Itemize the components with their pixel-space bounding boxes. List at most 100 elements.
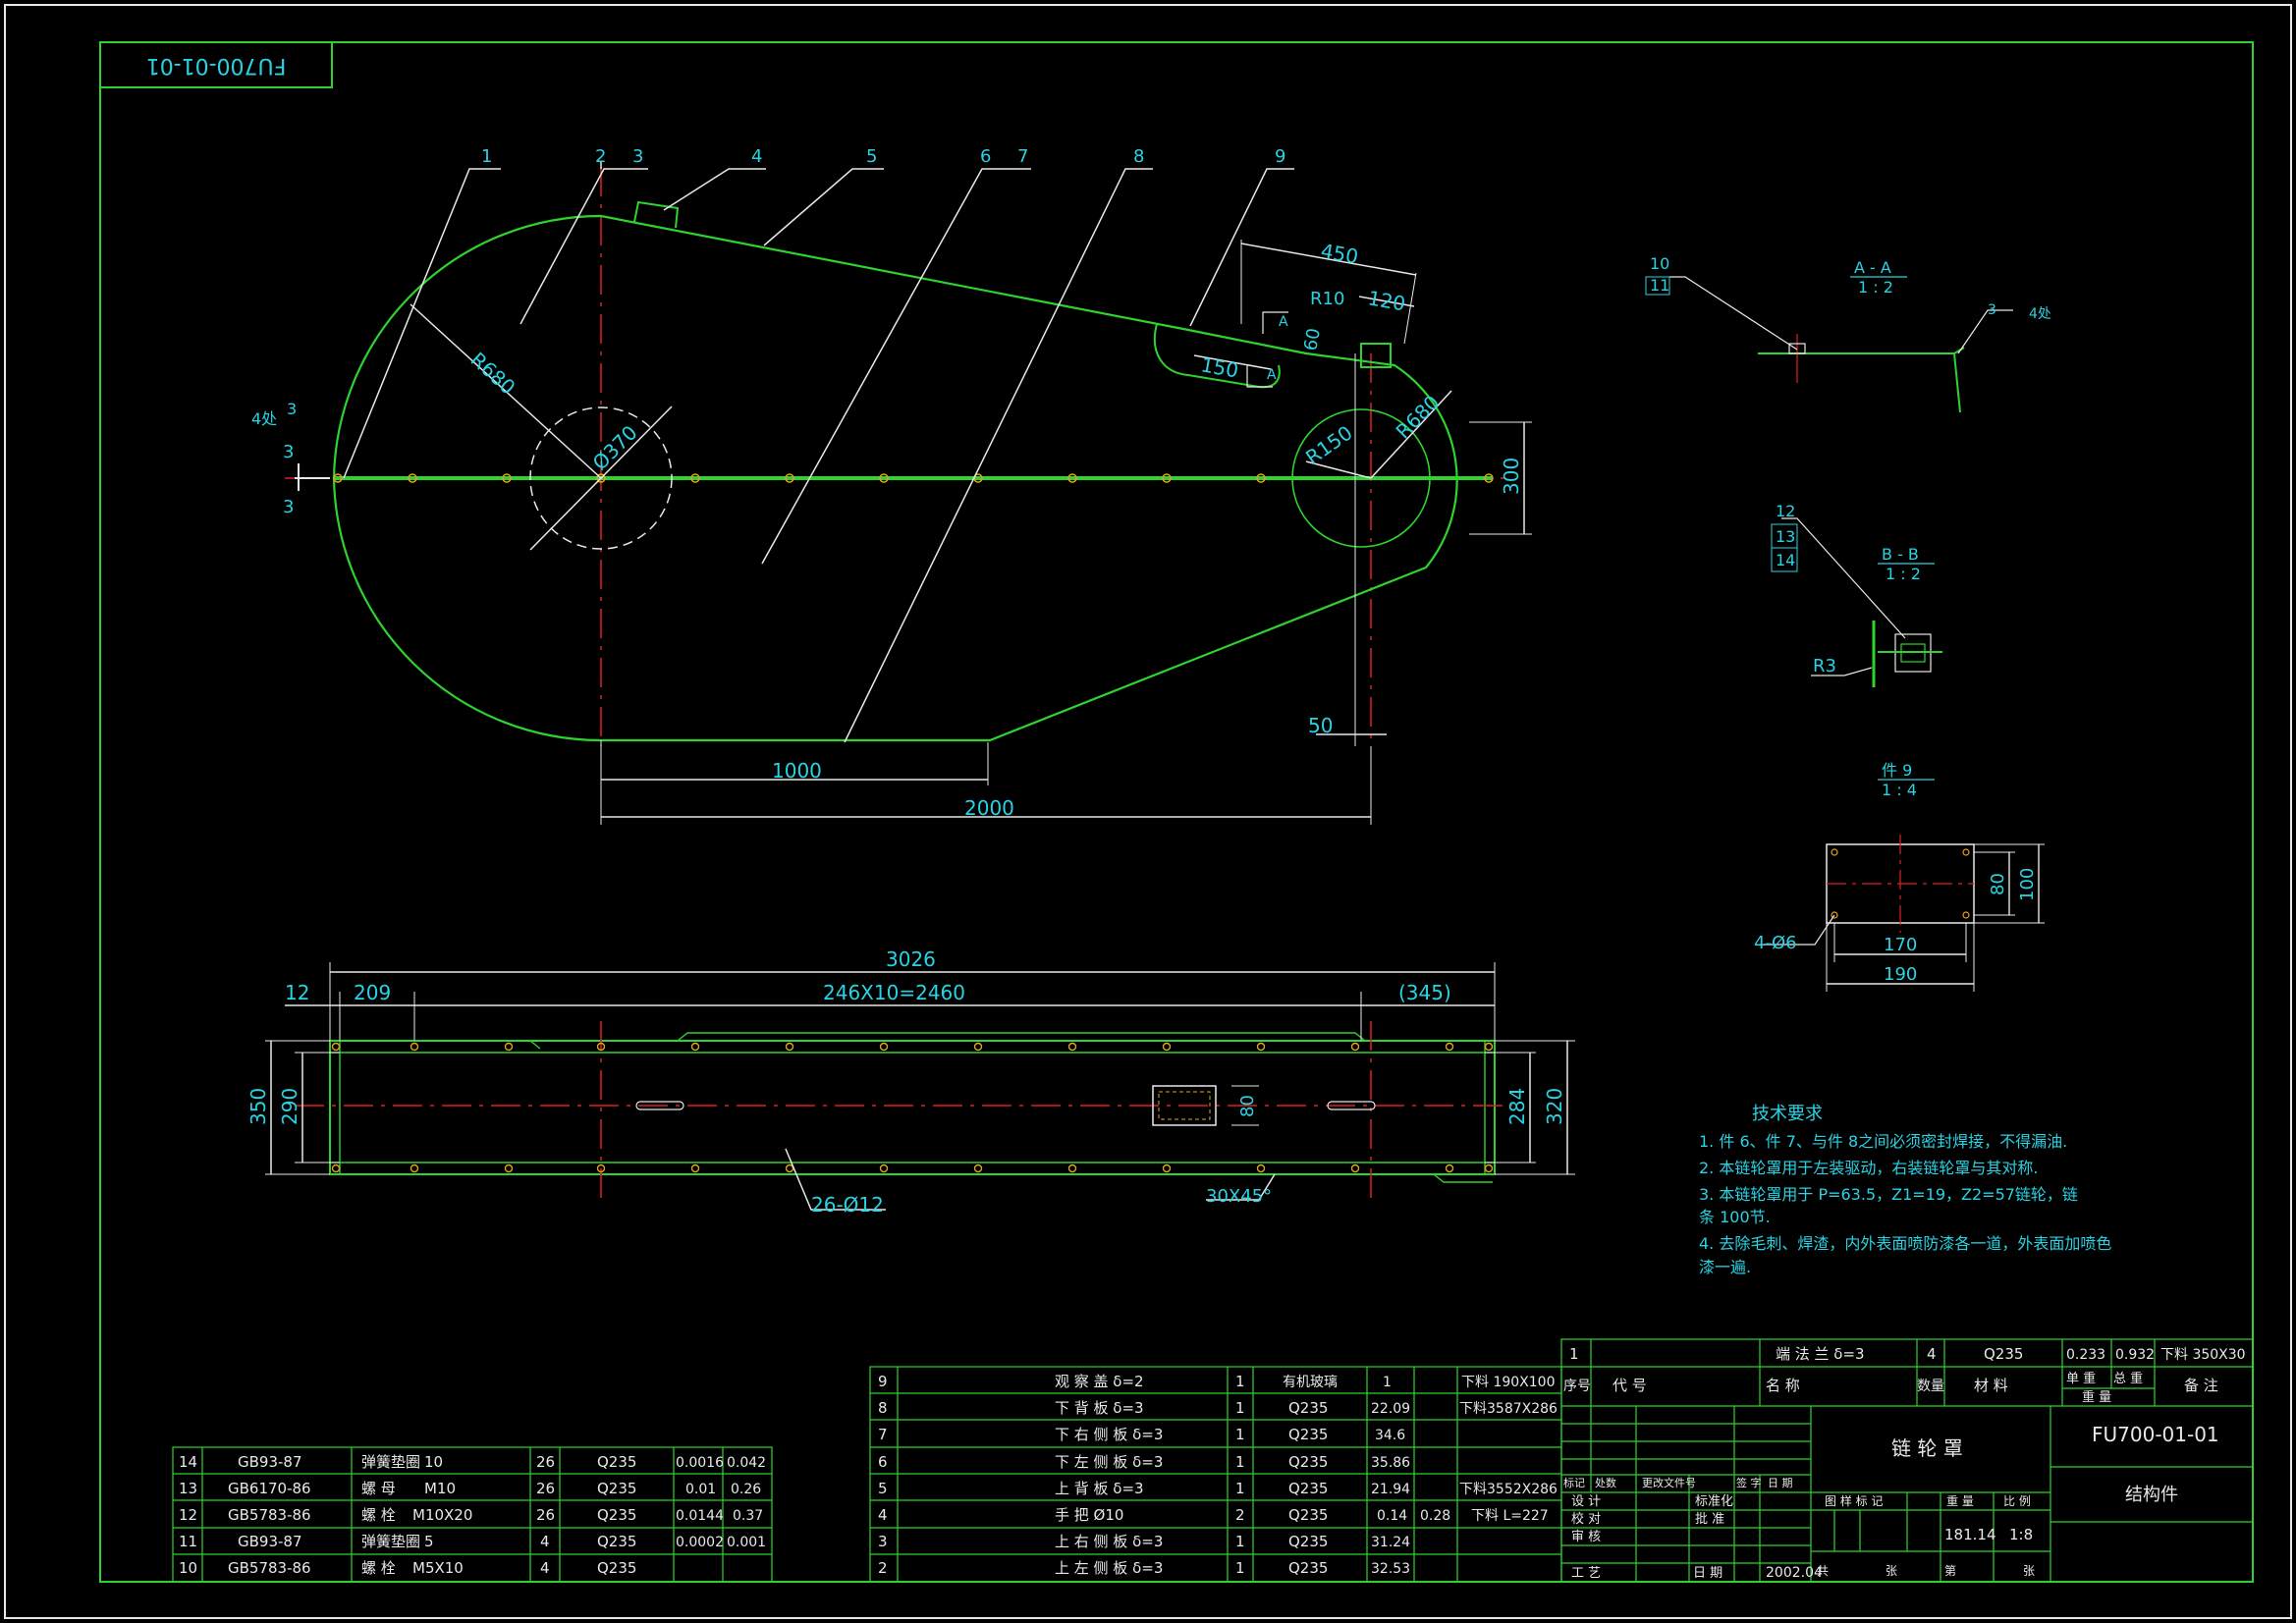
table-cell-bom_left-0-name: 弹簧垫圈 <box>361 1453 420 1471</box>
table-cell-bom_mid-2-w1: 34.6 <box>1375 1428 1405 1443</box>
bom-top-row: 1 端 法 兰 δ=3 4 Q235 0.233 0.932 下料 350X30 <box>1569 1345 2246 1363</box>
bom-mid-table <box>869 1366 1562 1583</box>
tech-req-line-2: 2. 本链轮罩用于左装驱动，右装链轮罩与其对称. <box>1699 1159 2038 1177</box>
table-cell-title_block-date_h: 日 期 <box>1768 1477 1793 1489</box>
table-cell-bom_mid-5-note: 下料 L=227 <box>1471 1508 1549 1524</box>
table-cell-bom_mid-6-qty: 1 <box>1235 1533 1245 1550</box>
table-cell-bom_mid-4-name: 上 背 板 δ=3 <box>1055 1480 1144 1497</box>
section-aa-title: A - A <box>1854 258 1891 277</box>
table-cell-bom_top-w1: 0.233 <box>2066 1347 2105 1363</box>
dim-window-80: 80 <box>1237 1095 1258 1117</box>
table-cell-bom_mid-4-mat: Q235 <box>1288 1480 1328 1497</box>
total-weight: 181.14 <box>1944 1526 1996 1543</box>
table-cell-bom_top-mat: Q235 <box>1984 1345 2023 1363</box>
table-cell-bom_mid-2-mat: Q235 <box>1288 1426 1328 1443</box>
table-cell-bom_left-2-qty: 26 <box>536 1506 555 1524</box>
dim-60: 60 <box>1300 327 1325 352</box>
section-aa: A - A 1 : 2 10 11 3 4处 <box>1645 254 2051 413</box>
small-handle-right <box>1360 343 1392 368</box>
plan-view: 3026 12 209 246X10=2460 (345) 350 290 28… <box>246 947 1575 1217</box>
dim-450: 450 <box>1319 239 1360 268</box>
d370-leader <box>529 406 673 551</box>
table-cell-bom_left-1-w1: 0.01 <box>685 1482 716 1497</box>
table-cell-bom_mid-5-w2: 0.28 <box>1420 1508 1450 1524</box>
table-cell-bom_header-weight: 重 量 <box>2082 1389 2111 1405</box>
table-cell-bom_mid-2-name: 下 右 侧 板 δ=3 <box>1055 1426 1163 1443</box>
sheet-outer-border <box>4 4 2292 1619</box>
callout-8: 8 <box>1133 146 1144 167</box>
table-cell-bom_mid-1-name: 下 背 板 δ=3 <box>1055 1399 1144 1417</box>
dim-350: 350 <box>246 1088 270 1125</box>
table-cell-bom_left-1-qty: 26 <box>536 1480 555 1497</box>
dim-3-upper: 3 <box>283 442 294 462</box>
tech-req-line-1: 1. 件 6、件 7、与件 8之间必须密封焊接，不得漏油. <box>1699 1132 2067 1151</box>
dim-120: 120 <box>1366 286 1407 315</box>
weld-3-left-label: 3 <box>287 400 297 418</box>
table-cell-bom_left-1-no: 13 <box>179 1480 197 1497</box>
callout-4: 4 <box>751 146 762 167</box>
callout-11: 11 <box>1650 276 1669 295</box>
table-cell-bom_mid-5-no: 4 <box>878 1506 888 1524</box>
table-cell-bom_left-2-no: 12 <box>179 1506 197 1524</box>
table-cell-bom_left-3-mat: Q235 <box>597 1533 636 1550</box>
table-cell-bom_mid-2-qty: 1 <box>1235 1426 1245 1443</box>
small-sprocket-dashed-circle <box>529 406 673 550</box>
bom-left-rows: 14 GB93-87 弹簧垫圈 10 26 Q235 0.0016 0.042 … <box>179 1453 766 1577</box>
table-cell-bom_left-2-w2: 0.37 <box>733 1508 763 1524</box>
table-cell-bom_mid-6-name: 上 右 侧 板 δ=3 <box>1055 1533 1163 1550</box>
table-cell-bom_mid-1-mat: Q235 <box>1288 1399 1328 1417</box>
table-cell-bom_header-qty: 数量 <box>1917 1379 1944 1394</box>
tech-requirements: 技术要求 1. 件 6、件 7、与件 8之间必须密封焊接，不得漏油. 2. 本链… <box>1699 1104 2111 1276</box>
table-cell-bom_mid-4-no: 5 <box>878 1480 888 1497</box>
table-cell-title_block-design: 设 计 <box>1571 1494 1601 1509</box>
table-cell-title_block-check: 校 对 <box>1571 1511 1601 1527</box>
table-cell-bom_left-0-no: 14 <box>179 1453 197 1471</box>
table-cell-bom_mid-7-w1: 32.53 <box>1371 1561 1410 1577</box>
table-cell-bom_mid-6-w1: 31.24 <box>1371 1535 1410 1550</box>
table-cell-bom_header-total_w: 总 重 <box>2113 1371 2143 1386</box>
table-cell-bom_mid-1-qty: 1 <box>1235 1399 1245 1417</box>
callout-12: 12 <box>1776 502 1795 520</box>
table-cell-bom_left-3-no: 11 <box>179 1533 197 1550</box>
table-cell-bom_left-3-w2: 0.001 <box>727 1535 766 1550</box>
plan-outer-rect <box>329 1040 1496 1175</box>
dim-pitch: 246X10=2460 <box>823 981 965 1004</box>
table-cell-title_block-weight_h: 重 量 <box>1946 1494 1974 1508</box>
dim-r10: R10 <box>1310 289 1344 309</box>
section-a-upper: A <box>1279 314 1288 330</box>
bom-mid-rows: 9 观 察 盖 δ=2 1 有机玻璃 1 下料 190X100 8 下 背 板 … <box>878 1373 1558 1577</box>
part-9-dim-80: 80 <box>1988 873 2008 895</box>
table-cell-bom_left-3-spec: 5 <box>424 1533 434 1550</box>
table-cell-bom_left-4-code: GB5783-86 <box>228 1559 311 1577</box>
section-bb: B - B 1 : 2 12 13 14 R3 <box>1771 502 1942 687</box>
table-cell-bom_top-no: 1 <box>1569 1345 1579 1363</box>
dim-209: 209 <box>354 981 391 1004</box>
dim-r3: R3 <box>1813 656 1836 676</box>
table-cell-bom_top-w2: 0.932 <box>2115 1347 2155 1363</box>
table-cell-bom_mid-5-qty: 2 <box>1235 1506 1245 1524</box>
table-cell-bom_left-2-code: GB5783-86 <box>228 1506 311 1524</box>
scale-value: 1:8 <box>2009 1526 2033 1543</box>
dim-1000: 1000 <box>772 759 822 783</box>
part-9-detail: 件 9 1 : 4 80 100 170 190 4-Ø6 <box>1754 761 2045 992</box>
table-cell-bom_mid-6-mat: Q235 <box>1288 1533 1328 1550</box>
table-cell-bom_left-0-spec: 10 <box>424 1453 443 1471</box>
title-block-text: 链 轮 罩 FU700-01-01 结构件 181.14 1:8 2002.04… <box>1563 1423 2219 1581</box>
dim-284: 284 <box>1505 1088 1529 1125</box>
table-cell-bom_mid-6-no: 3 <box>878 1533 888 1550</box>
table-cell-bom_top-note: 下料 350X30 <box>2160 1347 2246 1363</box>
table-cell-bom_mid-3-w1: 35.86 <box>1371 1455 1410 1471</box>
table-cell-bom_mid-4-w1: 21.94 <box>1371 1482 1410 1497</box>
table-cell-bom_top-qty: 4 <box>1927 1345 1937 1363</box>
table-cell-bom_left-1-name: 螺 母 <box>361 1480 396 1497</box>
table-cell-bom_header-note: 备 注 <box>2184 1377 2218 1394</box>
table-cell-bom_mid-0-name: 观 察 盖 δ=2 <box>1055 1373 1144 1390</box>
table-cell-bom_mid-0-no: 9 <box>878 1373 888 1390</box>
holes-26-d12: 26-Ø12 <box>811 1193 884 1217</box>
plan-bolts-bottom <box>331 1163 1494 1173</box>
four-locations-aa: 4处 <box>2029 306 2051 322</box>
table-cell-bom_mid-1-no: 8 <box>878 1399 888 1417</box>
table-cell-bom_left-0-code: GB93-87 <box>238 1453 302 1471</box>
table-cell-bom_left-2-mat: Q235 <box>597 1506 636 1524</box>
inspection-window <box>1153 323 1281 389</box>
